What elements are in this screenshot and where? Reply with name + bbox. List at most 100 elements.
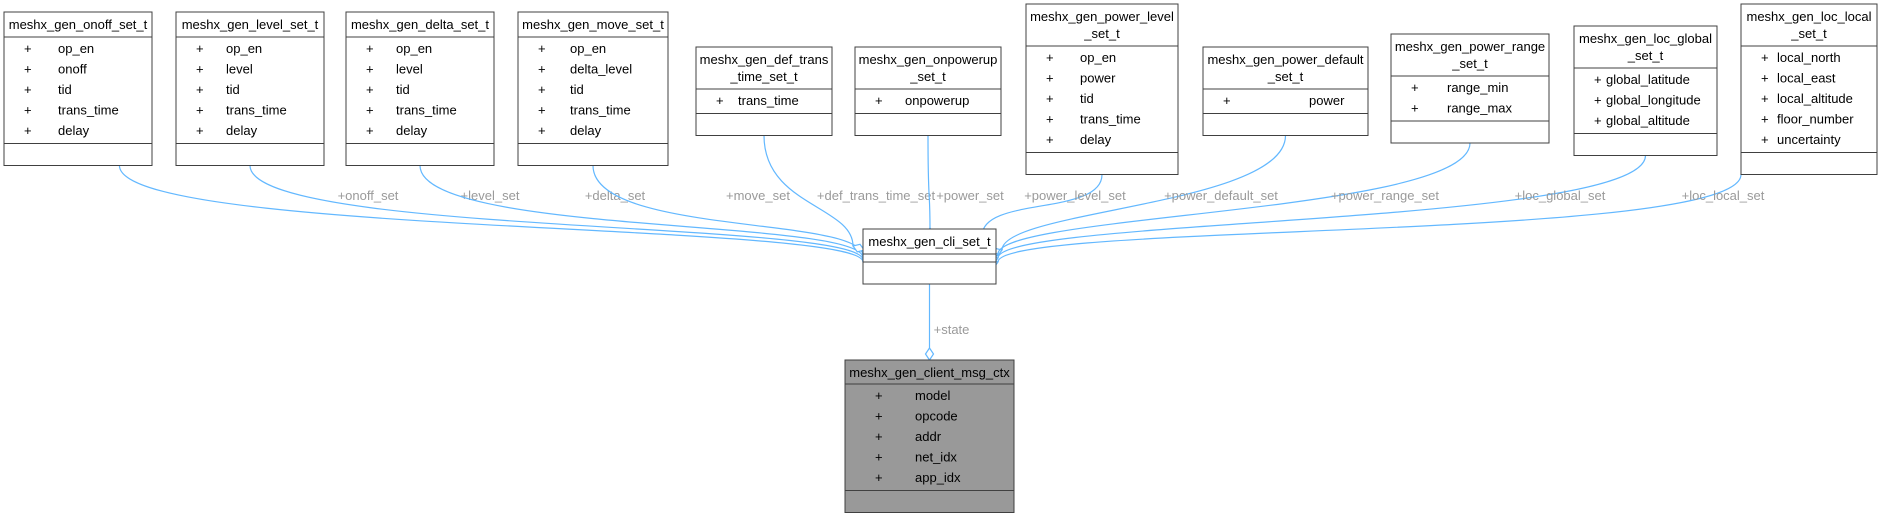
member-visibility-marker: + [875,409,883,424]
member-visibility-marker: + [1594,113,1602,128]
edge-label: +power_default_set [1164,188,1278,203]
struct-field: tid [226,82,240,97]
struct-box-power_range-title: meshx_gen_power_range [1395,39,1545,54]
member-visibility-marker: + [1411,80,1419,95]
struct-field: opcode [915,409,958,424]
aggregation-edge-onpowerup [927,135,931,229]
member-visibility-marker: + [1046,112,1054,127]
edge-label: +onoff_set [338,188,399,203]
central-struct-box-frame [862,228,997,285]
member-visibility-marker: + [24,82,32,97]
struct-field: addr [915,429,942,444]
struct-box-power_level-frame [1025,3,1179,175]
struct-field: floor_number [1777,112,1854,127]
struct-box-onpowerup: meshx_gen_onpowerup_set_t+onpowerup [854,46,1002,136]
member-visibility-marker: + [875,388,883,403]
struct-box-power_default-frame [1202,46,1369,136]
member-visibility-marker: + [538,82,546,97]
member-visibility-marker: + [366,62,374,77]
struct-box-def_trans-frame [695,46,833,136]
struct-field: trans_time [738,93,799,108]
aggregation-edge-level [249,165,864,261]
member-visibility-marker: + [24,103,32,118]
aggregation-edge-move [592,165,864,257]
struct-field: onpowerup [905,93,969,108]
struct-box-power_level-title: meshx_gen_power_level [1030,9,1174,24]
edge-label: +def_trans_time_set [817,188,936,203]
struct-field: range_max [1447,101,1513,116]
struct-field: op_en [570,41,606,56]
struct-box-def_trans: meshx_gen_def_trans _time_set_t + trans_tim… [695,46,833,136]
edge-label: +state [934,322,970,337]
struct-box-power_default-title: _set_t [1267,69,1304,84]
focus-struct-frame [844,359,1015,513]
member-visibility-marker: + [1411,101,1419,116]
edge-label: +level_set [461,188,520,203]
struct-box-def_trans-title: _time_set_t [729,69,798,84]
member-visibility-marker: + [196,41,204,56]
struct-field: range_min [1447,80,1508,95]
member-visibility-marker: + [875,470,883,485]
member-visibility-marker: + [24,41,32,56]
struct-field: op_en [396,41,432,56]
edge-label: +power_range_set [1331,188,1439,203]
struct-field: local_east [1777,71,1836,86]
struct-field: trans_time [570,103,631,118]
struct-field: op_en [1080,50,1116,65]
struct-box-power_default-title: meshx_gen_power_default [1207,52,1363,67]
struct-field: delay [1080,132,1112,147]
struct-field: app_idx [915,470,961,485]
struct-box-power_level: meshx_gen_power_level_set_t+op_en+power+… [1025,3,1179,175]
member-visibility-marker: + [1761,132,1769,147]
member-visibility-marker: + [538,41,546,56]
struct-field: trans_time [58,103,119,118]
member-visibility-marker: + [366,41,374,56]
struct-box-onoff-frame [3,11,153,166]
member-visibility-marker: + [196,62,204,77]
member-visibility-marker: + [1594,72,1602,87]
struct-box-delta-frame [345,11,495,166]
aggregation-edge-loc_global [997,155,1647,259]
struct-box-loc_global-title: _set_t [1627,48,1664,63]
member-visibility-marker: + [538,123,546,138]
struct-field: global_longitude [1606,93,1701,108]
member-visibility-marker: + [1761,50,1769,65]
struct-field: uncertainty [1777,132,1841,147]
member-visibility-marker: + [196,103,204,118]
struct-field: local_altitude [1777,91,1853,106]
struct-box-def_trans-title: meshx_gen_def_trans [700,52,829,67]
member-visibility-marker: + [1046,132,1054,147]
edge-label: +loc_global_set [1515,188,1606,203]
struct-field: delay [226,123,258,138]
member-visibility-marker: + [1046,71,1054,86]
aggregation-diamond [924,346,935,362]
struct-box-level: meshx_gen_level_set_t+op_en+level+tid+tr… [175,11,325,166]
struct-field: tid [570,82,584,97]
member-visibility-marker: + [538,62,546,77]
struct-box-loc_global-title: meshx_gen_loc_global [1579,31,1712,46]
member-visibility-marker: + [1046,50,1054,65]
struct-box-onpowerup-title: meshx_gen_onpowerup [859,52,998,67]
struct-box-level-frame [175,11,325,166]
struct-box-power_range: meshx_gen_power_range_set_t+range_min+ra… [1390,33,1550,144]
member-visibility-marker: + [716,93,724,108]
boxes-layer: meshx_gen_cli_set_tmeshx_gen_onoff_set_t… [3,3,1878,513]
struct-box-onoff-title: meshx_gen_onoff_set_t [9,17,148,32]
aggregation-edge-loc_local [997,174,1742,263]
member-visibility-marker: + [196,123,204,138]
aggregation-edge-delta [419,165,864,259]
struct-box-loc_global: meshx_gen_loc_global_set_t+global_latitu… [1573,25,1718,156]
struct-box-onoff: meshx_gen_onoff_set_t+op_en+onoff+tid+tr… [3,11,153,166]
struct-field: op_en [226,41,262,56]
member-visibility-marker: + [875,429,883,444]
member-visibility-marker: + [875,93,883,108]
struct-field: power [1309,93,1345,108]
struct-field: tid [396,82,410,97]
struct-field: trans_time [396,103,457,118]
member-visibility-marker: + [1761,91,1769,106]
struct-field: delta_level [570,62,632,77]
struct-field: net_idx [915,450,957,465]
member-visibility-marker: + [366,103,374,118]
member-visibility-marker: + [1761,71,1769,86]
